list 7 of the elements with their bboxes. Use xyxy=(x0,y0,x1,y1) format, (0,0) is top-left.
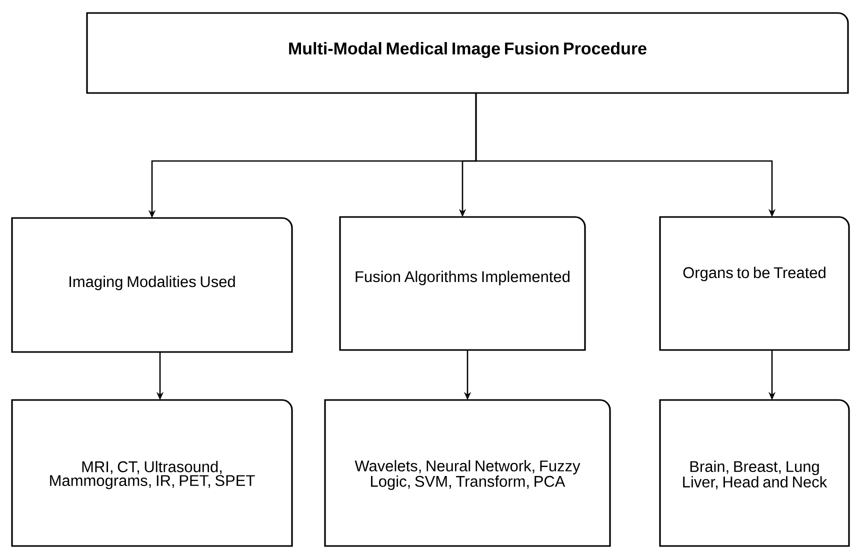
detail-box: MRI, CT, Ultrasound, Mammograms, IR, PET, SPET xyxy=(11,399,293,547)
detail-box: Brain, Breast, Lung Liver, Head and Neck xyxy=(659,399,850,547)
category-box: Imaging Modalities Used xyxy=(11,217,293,353)
title-box: Multi-Modal Medical Image Fusion Procedure xyxy=(86,12,849,94)
category-box: Organs to be Treated xyxy=(659,216,850,351)
detail-box: Wavelets, Neural Network, Fuzzy Logic, SVM, Transform, PCA xyxy=(324,399,611,547)
category-box: Fusion Algorithms Implemented xyxy=(339,216,586,351)
